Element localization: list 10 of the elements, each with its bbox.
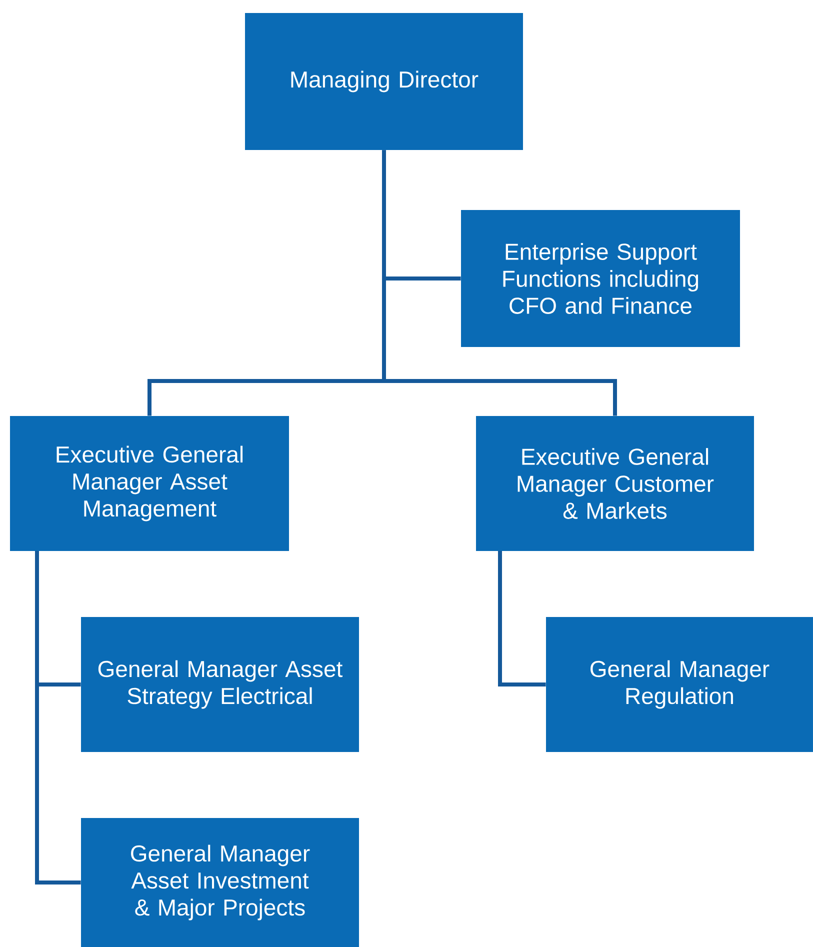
connector-line	[382, 150, 617, 416]
org-box: General Manager Asset Investment & Major Projects	[81, 818, 359, 947]
org-box: Managing Director	[245, 13, 523, 150]
org-box: Executive General Manager Customer & Markets	[476, 416, 754, 551]
connector-line	[35, 551, 81, 884]
connector-line	[498, 551, 546, 686]
org-box: General Manager Regulation	[546, 617, 813, 752]
org-box: General Manager Asset Strategy Electrical	[81, 617, 359, 752]
org-box: Enterprise Support Functions including CFO and Finance	[461, 210, 740, 347]
org-box: Executive General Manager Asset Management	[10, 416, 289, 551]
